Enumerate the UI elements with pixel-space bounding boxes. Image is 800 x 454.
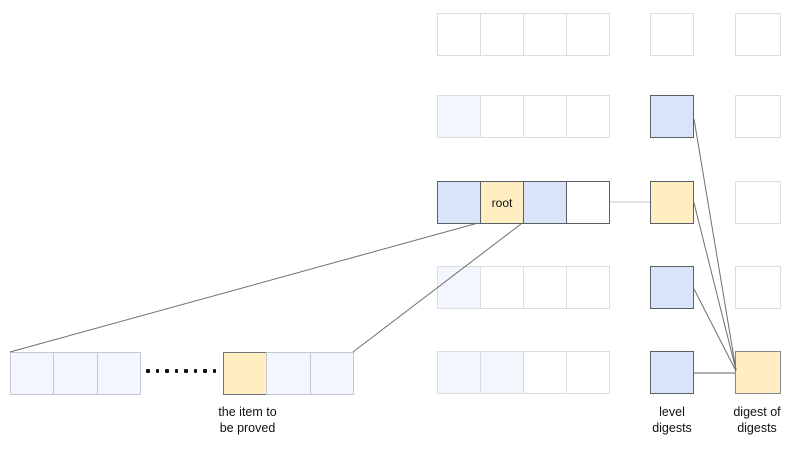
hash-row-4-cell-4 — [566, 266, 610, 309]
hash-row-1-cell-3 — [523, 13, 567, 56]
hash-row-3-cell-1 — [437, 181, 481, 224]
hash-row-2-cell-1 — [437, 95, 481, 138]
level-digest-cell-4 — [650, 266, 694, 309]
leaf-row-left-cell-1 — [10, 352, 55, 395]
root-cell-label: root — [491, 195, 513, 210]
hash-row-5-cell-1 — [437, 351, 481, 394]
ellipsis-dot — [203, 369, 207, 373]
ellipsis-dot — [184, 369, 188, 373]
ellipsis-dot — [174, 369, 178, 373]
hash-row-2-cell-4 — [566, 95, 610, 138]
digest-column-cell-4 — [735, 266, 781, 309]
item-to-be-proved-label: the item to be proved — [175, 404, 320, 436]
level-digests-label-line1: level — [659, 405, 685, 419]
hash-row-3-cell-4 — [566, 181, 610, 224]
level-digest-cell-3 — [650, 181, 694, 224]
item-label-line2: be proved — [219, 421, 276, 435]
ellipsis-dot — [146, 369, 150, 373]
hash-row-2-cell-2 — [480, 95, 524, 138]
hash-row-3-cell-3 — [523, 181, 567, 224]
item-row-cell-2 — [266, 352, 311, 395]
digest-of-digests-label-line2: digests — [737, 421, 777, 435]
hash-row-3-cell-2: root — [480, 181, 524, 224]
leaf-row-left-cell-2 — [53, 352, 98, 395]
hash-row-1-cell-1 — [437, 13, 481, 56]
level-digests-label: level digests — [630, 404, 714, 436]
level-digest-cell-2 — [650, 95, 694, 138]
level-digest-cell-5 — [650, 351, 694, 394]
hash-row-1-cell-4 — [566, 13, 610, 56]
digest-column-cell-3 — [735, 181, 781, 224]
level-digests-label-line2: digests — [652, 421, 692, 435]
digest-column-cell-1 — [735, 13, 781, 56]
hash-row-5-cell-3 — [523, 351, 567, 394]
ellipsis-dot — [193, 369, 197, 373]
digest-column-cell-5 — [735, 351, 781, 394]
digest-of-digests-label: digest of digests — [714, 404, 800, 436]
level-digest-cell-1 — [650, 13, 694, 56]
hash-row-4-cell-3 — [523, 266, 567, 309]
item-row-cell-3 — [309, 352, 354, 395]
ellipsis-dot — [165, 369, 169, 373]
digest-of-digests-label-line1: digest of — [733, 405, 781, 419]
digest-column-cell-2 — [735, 95, 781, 138]
ellipsis-dot — [212, 369, 216, 373]
hash-row-5-cell-4 — [566, 351, 610, 394]
ellipsis-dot — [155, 369, 159, 373]
item-label-line1: the item to — [218, 405, 277, 419]
leaf-row-left-cell-3 — [96, 352, 141, 395]
hash-row-2-cell-3 — [523, 95, 567, 138]
hash-row-1-cell-2 — [480, 13, 524, 56]
hash-row-4-cell-2 — [480, 266, 524, 309]
hash-row-5-cell-2 — [480, 351, 524, 394]
item-row-cell-1 — [223, 352, 268, 395]
hash-row-4-cell-1 — [437, 266, 481, 309]
